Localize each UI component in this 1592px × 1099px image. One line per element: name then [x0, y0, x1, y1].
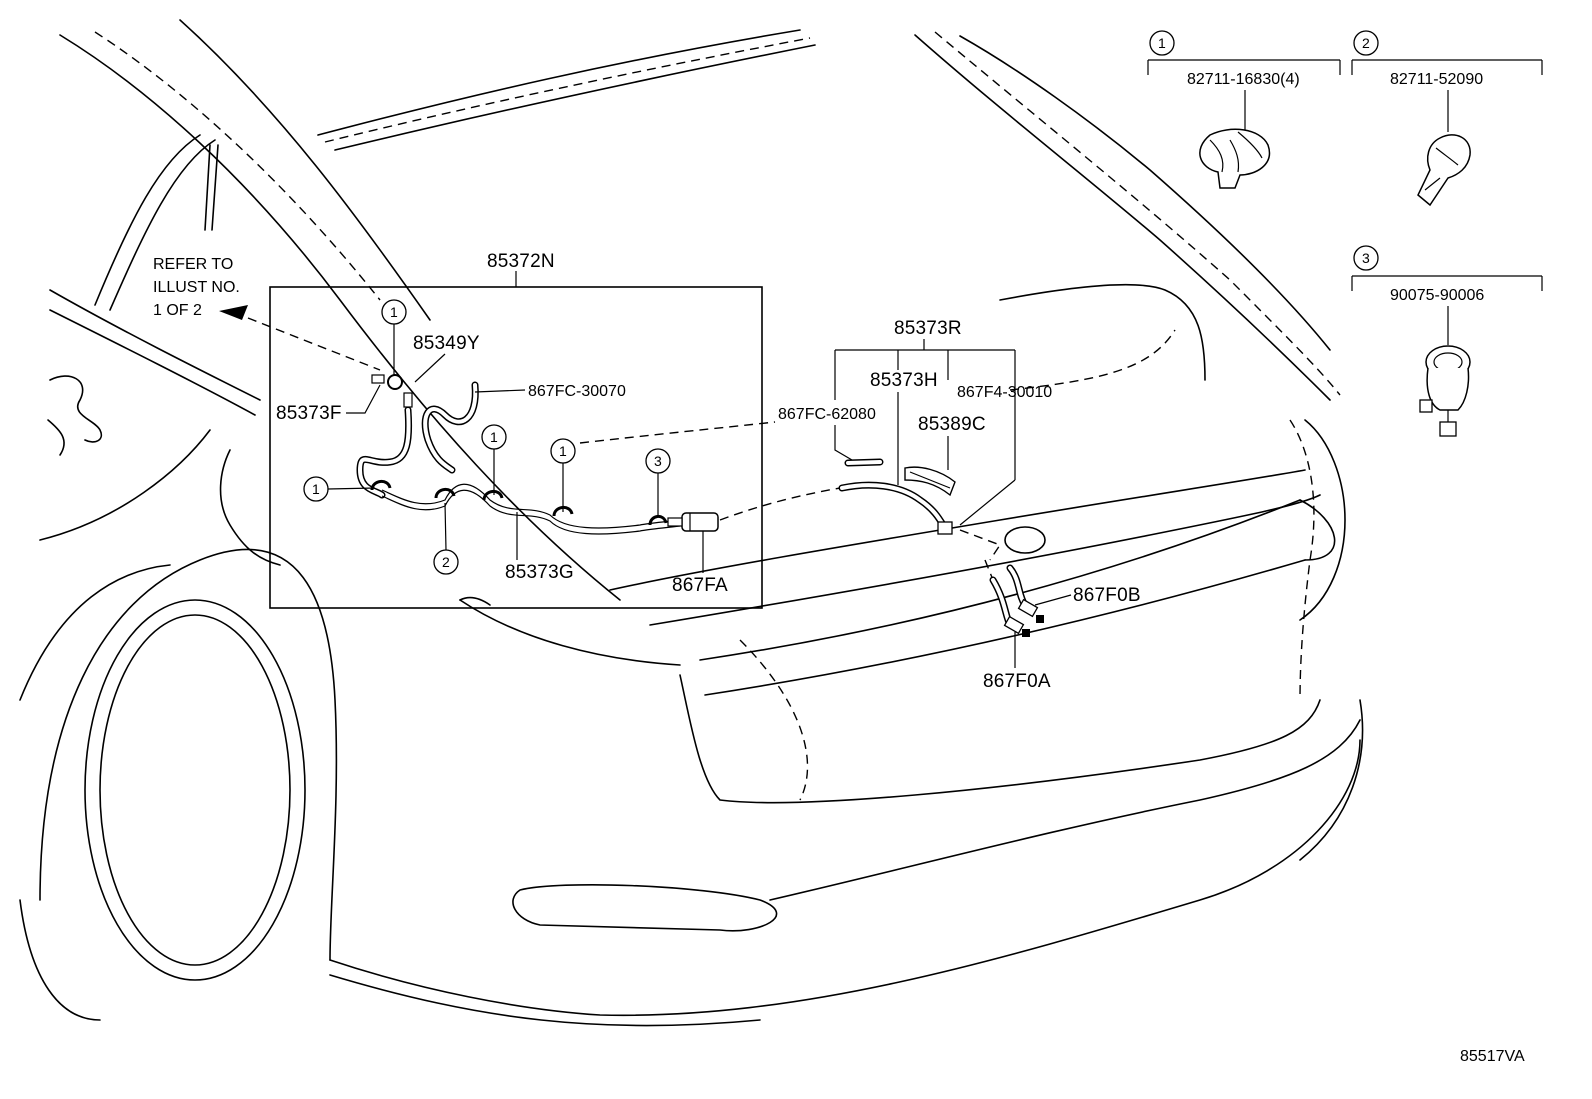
clip-icon [1199, 128, 1271, 189]
legend-item-2: 2 82711-52090 [1351, 30, 1543, 207]
legend-3-num: 3 [1362, 250, 1370, 266]
figure-id: 85517VA [1460, 1048, 1525, 1065]
callout-3a: 3 [654, 453, 662, 469]
label-85349Y: 85349Y [413, 333, 480, 354]
refer-note-line2: ILLUST NO. [153, 279, 240, 296]
legend-2-num: 2 [1362, 35, 1370, 51]
legend-item-1: 1 82711-16830(4) [1147, 30, 1341, 189]
label-867FC-62080: 867FC-62080 [778, 406, 876, 423]
label-867F4-30010: 867F4-30010 [957, 384, 1052, 401]
callout-1b: 1 [312, 481, 320, 497]
callout-1c: 1 [490, 429, 498, 445]
legend-item-3: 3 90075-90006 [1351, 245, 1543, 437]
label-85373H: 85373H [870, 370, 938, 391]
legend-3-part: 90075-90006 [1390, 287, 1484, 304]
legend-1-num: 1 [1158, 35, 1166, 51]
refer-note: REFER TO ILLUST NO. 1 OF 2 [153, 256, 381, 371]
rear-hose-assembly: 85373R 85373H 867F4-30010 867FC-62080 85… [778, 318, 1141, 692]
label-867FC-30070: 867FC-30070 [528, 383, 626, 400]
connection-lines [579, 421, 1002, 586]
hose-assembly-box: 85372N [269, 251, 763, 609]
refer-note-line1: REFER TO [153, 256, 233, 273]
label-85373R: 85373R [894, 318, 962, 339]
callout-2a: 2 [442, 554, 450, 570]
box-labels: 1 85349Y 85373F 867FC-30070 1 1 1 3 2 85… [276, 299, 728, 596]
label-85373F: 85373F [276, 403, 342, 424]
callout-1a: 1 [390, 304, 398, 320]
label-85389C: 85389C [918, 414, 986, 435]
label-85373G: 85373G [505, 562, 574, 583]
legend-1-part: 82711-16830(4) [1187, 71, 1300, 88]
label-85372N: 85372N [487, 251, 555, 272]
label-867F0A: 867F0A [983, 671, 1051, 692]
clip-icon [1419, 345, 1471, 437]
callout-1d: 1 [559, 443, 567, 459]
clip-icon [1417, 134, 1471, 207]
legend-2-part: 82711-52090 [1390, 71, 1483, 88]
arrow-icon [219, 305, 248, 320]
label-867FA: 867FA [672, 575, 728, 596]
legend: 1 82711-16830(4) 2 82711-52090 [1147, 30, 1543, 437]
label-867F0B: 867F0B [1073, 585, 1141, 606]
refer-note-line3: 1 OF 2 [153, 302, 202, 319]
